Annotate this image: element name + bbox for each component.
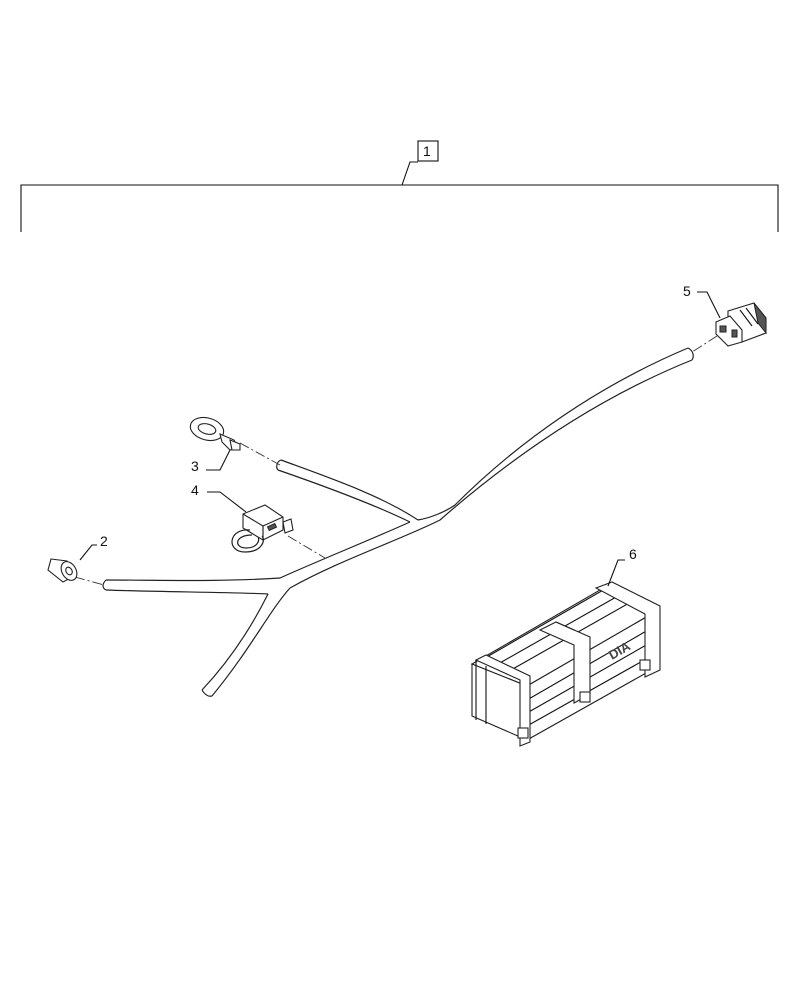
- callout-6[interactable]: 6: [629, 546, 637, 562]
- fuse-holder[interactable]: [231, 504, 294, 553]
- plug-cap[interactable]: [47, 558, 80, 583]
- ring-terminal[interactable]: [188, 414, 241, 451]
- callout-4[interactable]: 4: [191, 482, 199, 498]
- callout-2[interactable]: 2: [100, 533, 108, 549]
- connection-lines: [74, 335, 718, 586]
- wire-harness: [102, 347, 694, 697]
- callout-5[interactable]: 5: [683, 283, 691, 299]
- callout-1[interactable]: 1: [423, 143, 431, 159]
- connector[interactable]: [715, 302, 767, 347]
- assembly-bracket: [20, 140, 779, 232]
- shipping-crate[interactable]: [470, 581, 661, 747]
- callout-3[interactable]: 3: [191, 458, 199, 474]
